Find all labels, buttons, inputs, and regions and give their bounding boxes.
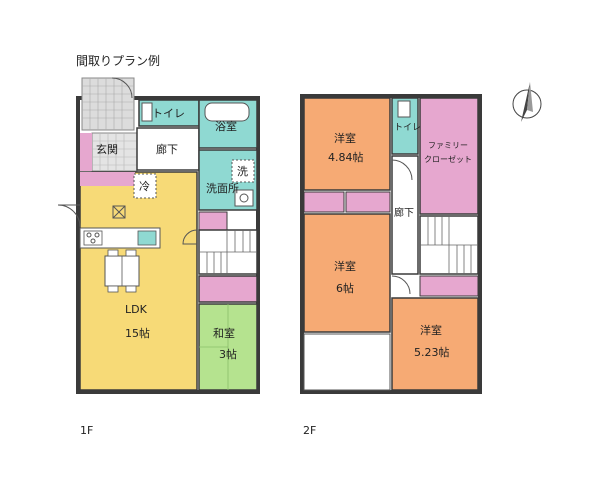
f2-closet-line1: ファミリー bbox=[428, 141, 468, 150]
f1-hall bbox=[136, 127, 200, 171]
f1-ldk-name: LDK bbox=[125, 303, 148, 316]
f1-washer-label: 洗 bbox=[237, 165, 248, 178]
chair-icon bbox=[125, 285, 137, 293]
f2-room1-name: 洋室 bbox=[334, 131, 356, 145]
chair-icon bbox=[125, 249, 137, 257]
f1-shoe-storage bbox=[80, 133, 92, 171]
f2-room3-size: 5.23帖 bbox=[414, 346, 450, 359]
floor-label-2f: 2F bbox=[303, 424, 317, 437]
f2-hall-label: 廊下 bbox=[394, 206, 414, 219]
f2-room2-size: 6帖 bbox=[336, 282, 354, 295]
door-swing bbox=[391, 275, 411, 295]
north-arrow-icon bbox=[512, 82, 542, 122]
f2-room2-name: 洋室 bbox=[334, 259, 356, 273]
f2-toilet-label: トイレ bbox=[394, 123, 421, 133]
f2-room1 bbox=[303, 97, 391, 191]
f2-room3-closet bbox=[419, 275, 479, 297]
f2-room3 bbox=[391, 297, 479, 391]
ventilation-icon bbox=[112, 205, 126, 219]
fridge-box bbox=[133, 173, 157, 199]
f1-ldk-closet bbox=[80, 172, 135, 186]
f2-closet-line2: クローゼット bbox=[424, 154, 472, 164]
burner-icon bbox=[86, 232, 92, 238]
door-swing bbox=[182, 229, 198, 245]
stair-steps bbox=[420, 216, 478, 274]
f2-room1-closet-b bbox=[345, 191, 391, 213]
floor-label-1f: 1F bbox=[80, 424, 94, 437]
f2-room3-name: 洋室 bbox=[420, 323, 442, 337]
f1-toilet-label: トイレ bbox=[152, 107, 185, 120]
sink-icon bbox=[234, 189, 254, 207]
burner-icon bbox=[90, 238, 96, 244]
tatami-lines bbox=[199, 304, 229, 390]
entrance-tile-grid bbox=[92, 133, 137, 171]
f2-room2 bbox=[303, 213, 391, 333]
floor-2f: 洋室 4.84帖 トイレ ファミリー クローゼット 洋室 6帖 廊下 洋室 5.… bbox=[300, 94, 482, 394]
f1-washitsu-size: 3帖 bbox=[219, 348, 237, 361]
porch-tile-grid bbox=[82, 78, 134, 130]
f2-balcony bbox=[303, 333, 391, 391]
bathtub-icon bbox=[204, 102, 250, 122]
f1-hall-label: 廊下 bbox=[156, 142, 178, 156]
f2-hall bbox=[391, 155, 419, 275]
chair-icon bbox=[107, 285, 119, 293]
door-swing bbox=[57, 204, 81, 228]
f2-room1-closet-a bbox=[303, 191, 345, 213]
plan-title: 間取りプラン例 bbox=[76, 54, 161, 68]
floor-1f: トイレ 浴室 玄関 廊下 冷 洗 洗面所 LDK 15帖 和室 3帖 bbox=[57, 77, 260, 394]
f1-entrance bbox=[91, 132, 138, 172]
f1-closet bbox=[198, 211, 228, 231]
f1-porch bbox=[81, 77, 135, 131]
chair-icon bbox=[107, 249, 119, 257]
burner-icon bbox=[94, 232, 100, 238]
f1-entrance-label: 玄関 bbox=[96, 142, 118, 156]
kitchen-sink-icon bbox=[137, 230, 157, 246]
f1-fridge-label: 冷 bbox=[139, 180, 150, 193]
toilet-fixture-icon bbox=[397, 100, 411, 118]
f2-room1-size: 4.84帖 bbox=[328, 151, 364, 164]
stove-icon bbox=[83, 230, 103, 246]
sink-drain-icon bbox=[239, 193, 249, 203]
door-swing bbox=[111, 77, 133, 99]
door-swing bbox=[391, 159, 413, 181]
f1-washitsu-name: 和室 bbox=[213, 326, 235, 340]
f1-washroom-label: 洗面所 bbox=[206, 182, 239, 195]
washer-box bbox=[231, 159, 255, 183]
stair-steps bbox=[199, 230, 257, 274]
f1-bath-label: 浴室 bbox=[215, 119, 237, 133]
f1-ldk-size: 15帖 bbox=[125, 327, 150, 340]
f1-washitsu-closet bbox=[198, 275, 258, 303]
f2-family-closet bbox=[419, 97, 479, 215]
toilet-fixture-icon bbox=[141, 102, 153, 122]
